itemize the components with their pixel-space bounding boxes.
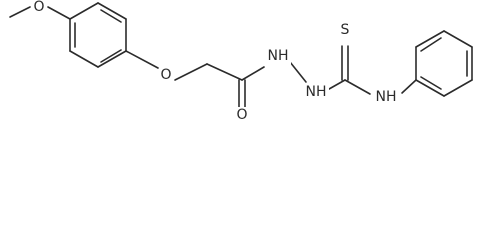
anilide-nh-label: NH: [376, 89, 397, 105]
hydrazine-nh-label: NH: [306, 84, 327, 100]
anilide-nh-atom: NH: [372, 88, 400, 106]
hydrazide-nh-label: NH: [268, 48, 289, 64]
bond-o-ch2: [174, 63, 208, 81]
ether-oxygen-atom: O: [159, 67, 173, 83]
methoxyphenyl-ring: [69, 2, 127, 68]
bond-c-nh: [241, 66, 265, 81]
carbonyl-oxygen-atom: O: [235, 107, 249, 123]
phenyl-ring: [415, 30, 473, 97]
hydrazide-nh-atom: NH: [265, 47, 291, 65]
bond-nh-nh: [289, 61, 307, 83]
thione-sulfur-label: S: [341, 22, 350, 38]
structural-formula: O O O NH NH S NH: [9, 0, 473, 123]
bond-aryl-o: [125, 50, 159, 69]
atom-labels: O O O NH NH S NH: [32, 0, 400, 123]
hydrazine-nh-atom: NH: [303, 83, 329, 101]
bond-ch3-o: [9, 6, 31, 18]
thione-sulfur-atom: S: [338, 21, 352, 39]
ether-oxygen-label: O: [160, 67, 171, 83]
bond-o-aryl: [47, 6, 71, 20]
bonds: [9, 2, 473, 108]
carbonyl-oxygen-label: O: [236, 107, 247, 123]
bond-nh-phenyl: [401, 79, 417, 94]
bond-ch2-co: [206, 63, 243, 81]
methoxy-oxygen-label: O: [33, 0, 44, 15]
bond-cs-nh: [344, 79, 371, 95]
methoxy-oxygen-atom: O: [32, 0, 46, 15]
